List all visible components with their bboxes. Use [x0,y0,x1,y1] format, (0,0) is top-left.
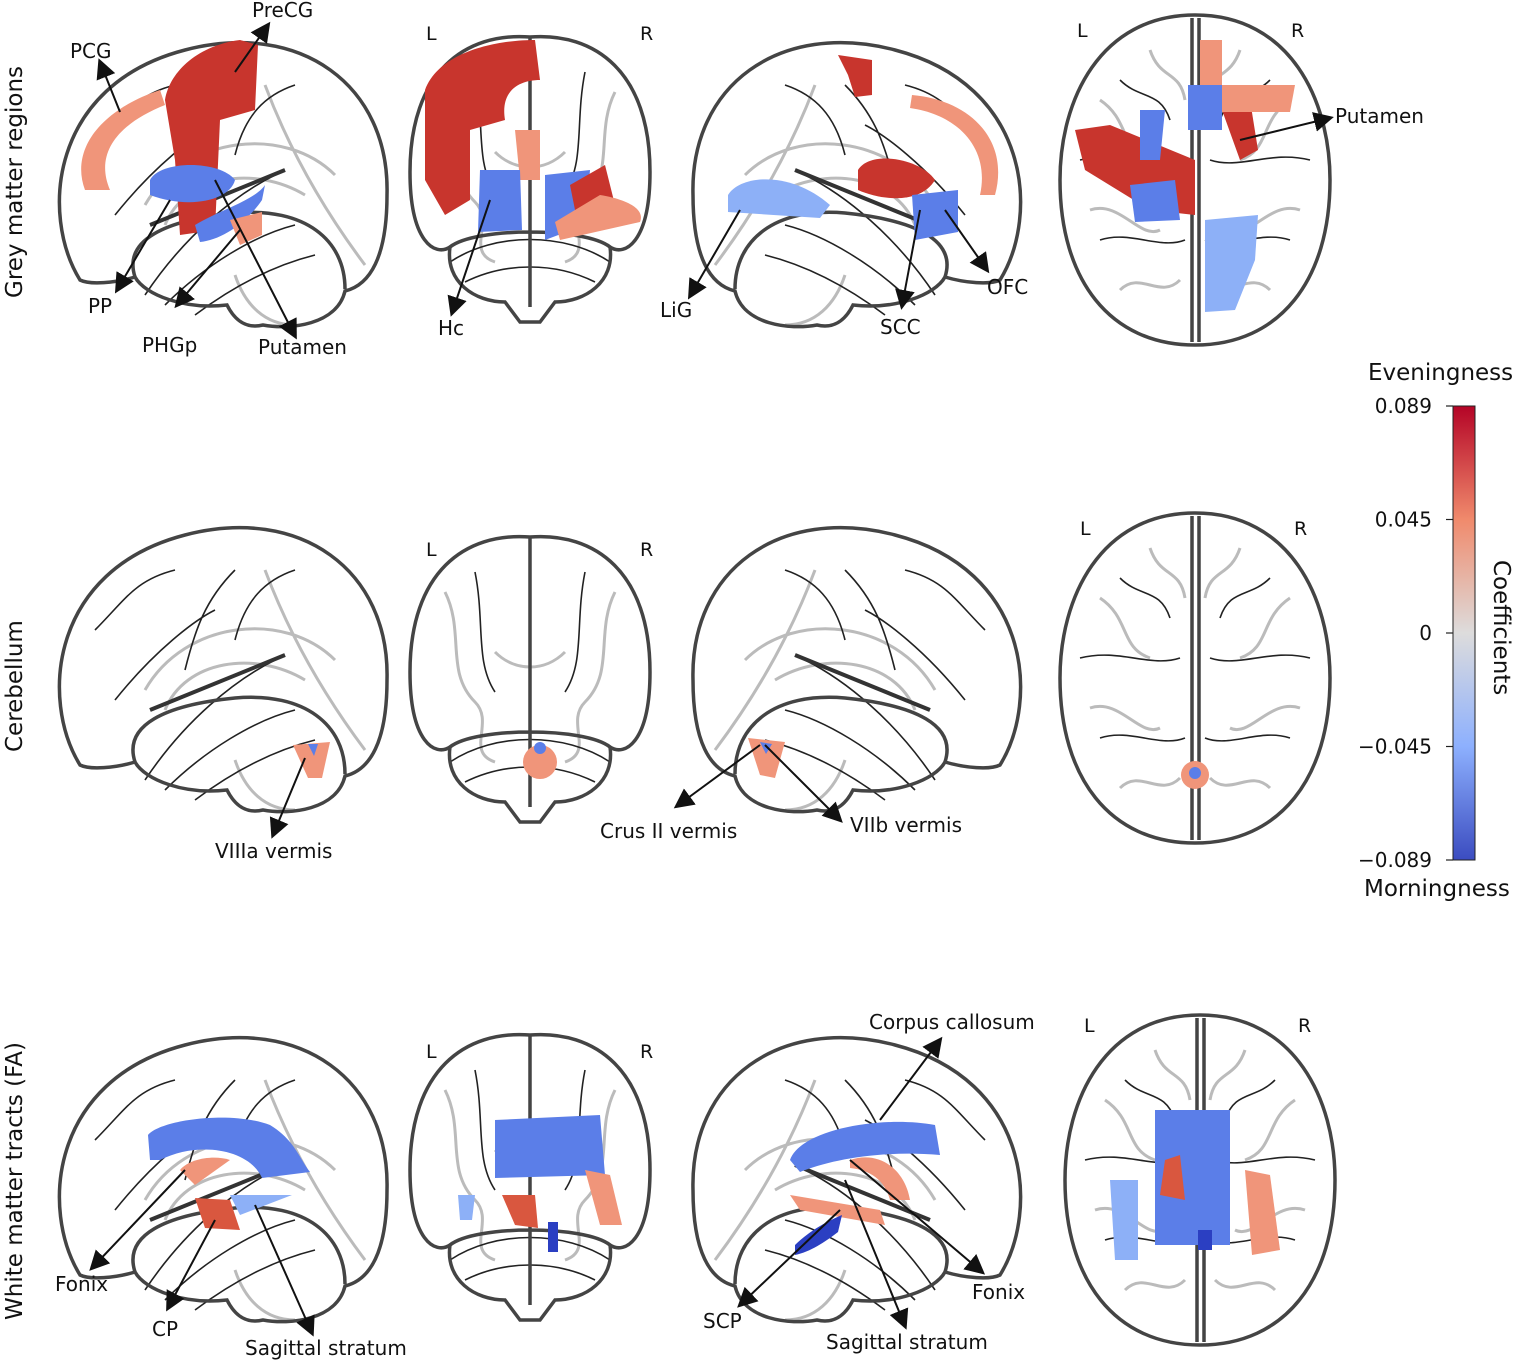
region-putamen-right [858,158,935,199]
label-viiia-vermis: VIIIa vermis [215,839,332,863]
region-precg-coronal [425,40,540,215]
label-pcg: PCG [70,39,112,63]
tract-corpus-callosum-right [790,1121,940,1172]
grey-coronal-view [408,34,652,324]
region-viiia-vermis-core [308,744,318,756]
orientation-right-label: R [1298,1015,1311,1037]
region-pcg-coronal [515,130,540,180]
label-phgp: PHGp [142,333,197,357]
colorbar-tick-label: −0.045 [1358,735,1432,759]
tract-sagittal-stratum-coronal-left [458,1195,475,1220]
label-fonix: Fonix [55,1272,108,1296]
region-precg-right [838,55,872,97]
grey-sagittal-right-view [690,40,1023,329]
white-axial-view [1063,1013,1337,1347]
orientation-left-label: L [426,23,437,45]
label-sagittal-stratum-right: Sagittal stratum [826,1330,988,1354]
region-pp [230,212,262,245]
region-viiia-vermis [293,742,330,778]
tract-scp-axial [1198,1230,1212,1250]
label-viib-vermis: VIIb vermis [850,813,962,837]
region-putamen-axial [1222,100,1258,160]
cerebellum-sagittal-left-view [57,525,390,814]
tract-fonix [180,1157,230,1185]
cerebellum-coronal-view [408,534,652,824]
cerebellum-axial-view [1058,511,1332,845]
region-scc [912,190,958,240]
label-putamen: Putamen [258,335,347,359]
region-lig-axial [1205,215,1258,312]
label-pp: PP [88,294,112,318]
white-coronal-view [408,1032,652,1322]
grey-axial-view [1058,13,1332,347]
colorbar-tick-label: 0.089 [1375,394,1432,418]
colorbar-tick-label: 0.045 [1375,508,1432,532]
region-vermis-axial-core [1189,767,1201,779]
region-viib-vermis [760,742,772,754]
region-phgp [195,185,265,242]
region-pcg-right [910,95,999,195]
tract-fonix-axial [1160,1155,1185,1200]
colorbar-title: Coefficients [1488,560,1514,695]
label-sagittal-stratum: Sagittal stratum [245,1336,407,1360]
label-crus2-vermis: Crus II vermis [600,819,737,843]
row-title-grey-matter: Grey matter regions [2,66,28,298]
region-putamen-axial-left [1130,180,1180,222]
tract-cp [195,1198,240,1230]
label-fonix-right: Fonix [972,1280,1025,1304]
orientation-left-label: L [1084,1015,1095,1037]
tract-scp [795,1215,842,1255]
orientation-left-label: L [426,1041,437,1063]
tract-sagittal-stratum [230,1195,292,1215]
label-putamen-axial: Putamen [1335,104,1424,128]
region-hc [478,170,522,232]
grey-sagittal-left-view [57,40,390,329]
label-ofc: OFC [987,275,1028,299]
label-corpus-callosum: Corpus callosum [869,1010,1035,1034]
region-ofc-coronal [555,195,641,240]
tract-sagittal-stratum-axial-right [1245,1170,1280,1255]
region-lig [728,179,830,218]
orientation-right-label: R [640,23,653,45]
region-crus2-coronal [523,745,557,779]
tract-fonix-right [850,1157,910,1200]
row-title-white-matter: White matter tracts (FA) [2,1042,28,1320]
label-lig: LiG [660,298,692,322]
orientation-right-label: R [640,1041,653,1063]
colorbar-tick-label: 0 [1419,621,1432,645]
orientation-left-label: L [426,539,437,561]
region-pcg [81,90,165,190]
tract-corpus-callosum-coronal [495,1115,605,1178]
region-putamen [150,165,235,203]
label-precg: PreCG [252,0,313,22]
orientation-right-label: R [640,539,653,561]
cerebellum-sagittal-right-view [690,525,1023,814]
tract-corpus-callosum [148,1117,310,1178]
white-sagittal-left-view [57,1035,390,1324]
colorbar-gradient [1452,405,1476,861]
tract-corpus-callosum-axial [1155,1110,1230,1245]
colorbar: Eveningness 0.089 0.045 0 −0.045 −0.089 Morn… [1358,360,1514,902]
tract-scp-coronal [548,1222,558,1252]
label-hc: Hc [438,316,464,340]
colorbar-tick-label: −0.089 [1358,848,1432,872]
region-ofc-axial [1222,85,1295,112]
region-viib-coronal [534,742,546,754]
orientation-left-label: L [1077,20,1088,42]
label-cp: CP [152,1317,178,1341]
tract-sagittal-stratum-coronal [585,1170,622,1225]
tract-sagittal-stratum-axial-left [1110,1180,1138,1260]
label-scp: SCP [703,1309,742,1333]
region-scc-axial [1188,85,1222,130]
row-title-cerebellum: Cerebellum [2,620,28,752]
orientation-right-label: R [1294,518,1307,540]
tract-cp-coronal [502,1195,538,1228]
label-scc: SCC [880,315,921,339]
colorbar-bottom-label: Morningness [1364,876,1510,902]
orientation-right-label: R [1291,20,1304,42]
region-hc-axial [1140,110,1165,160]
orientation-left-label: L [1080,518,1091,540]
colorbar-top-label: Eveningness [1368,360,1513,386]
